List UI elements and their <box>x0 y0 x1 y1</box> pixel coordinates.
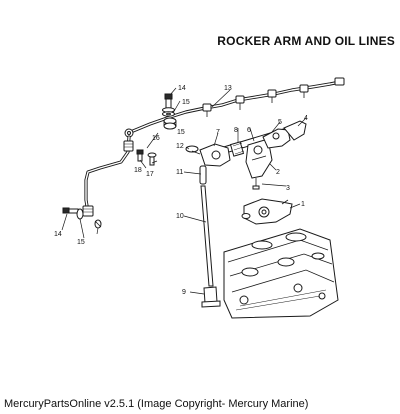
callout-18: 18 <box>134 167 142 174</box>
callout-12: 12 <box>176 143 184 150</box>
callout-2: 2 <box>276 169 280 176</box>
callout-13: 13 <box>224 85 232 92</box>
callout-15-bottom: 15 <box>77 239 85 246</box>
callout-8: 8 <box>234 127 238 134</box>
rocker-arm-1 <box>241 198 293 225</box>
push-rod-10 <box>199 165 221 308</box>
callout-5: 5 <box>278 119 282 126</box>
callout-9: 9 <box>182 289 186 296</box>
banjo-bolt-14-top <box>162 93 175 113</box>
callout-16: 16 <box>152 135 160 142</box>
callout-10: 10 <box>176 213 184 220</box>
washer-15-top <box>162 111 175 117</box>
callout-15-top: 15 <box>182 99 190 106</box>
callout-14-bottom: 14 <box>54 231 62 238</box>
callout-11: 11 <box>176 169 183 176</box>
diagram-title: ROCKER ARM AND OIL LINES <box>217 34 395 48</box>
callout-14-top: 14 <box>178 85 186 92</box>
cylinder-head <box>223 228 339 319</box>
callout-7: 7 <box>216 129 220 136</box>
callout-17: 17 <box>146 171 154 178</box>
callout-6: 6 <box>247 127 251 134</box>
oil-line-13 <box>124 77 345 138</box>
callout-4: 4 <box>304 115 308 122</box>
leader-lines <box>61 87 307 295</box>
callout-1: 1 <box>301 201 305 208</box>
callout-labels: 14 15 13 15 16 18 17 12 7 8 6 5 4 2 3 1 … <box>54 85 308 296</box>
copyright-footer: MercuryPartsOnline v2.5.1 (Image Copyrig… <box>4 398 309 410</box>
banjo-bolt-14-bottom <box>62 207 102 229</box>
banjo-fitting-top <box>163 117 177 130</box>
callout-15-mid: 15 <box>177 129 185 136</box>
fitting-17-18 <box>136 149 157 166</box>
callout-3: 3 <box>286 185 290 192</box>
oil-line-16 <box>82 135 134 217</box>
rocker-arm-7 <box>185 143 231 167</box>
